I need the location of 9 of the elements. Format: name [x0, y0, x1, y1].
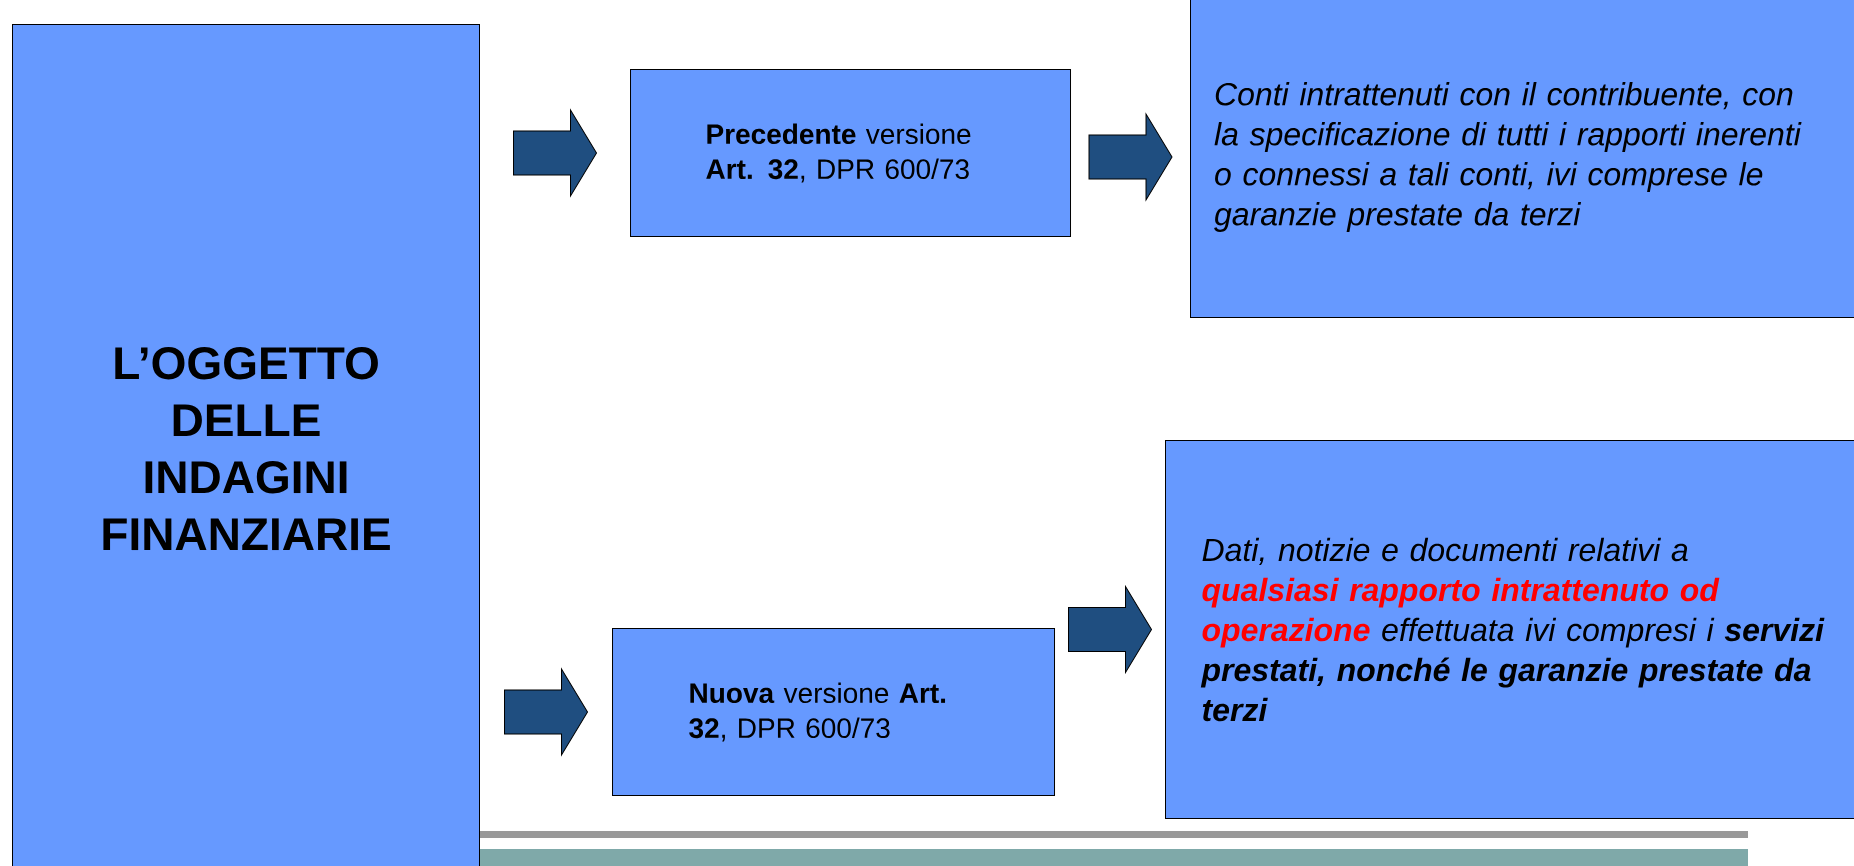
block-arrow	[1088, 113, 1173, 201]
text-box: Conti intrattenuti con il contribuente, con la specificazione di tutti i rapporti inerenti o connessi a tali conti, ivi comprese le garanzie prestate da terzi	[1190, 0, 1854, 318]
block-arrow	[1068, 586, 1152, 673]
text-box: Precedente versione Art. 32, DPR 600/73	[630, 69, 1071, 237]
text-box: Nuova versione Art. 32, DPR 600/73	[612, 628, 1055, 796]
text-box: L’OGGETTO DELLE INDAGINI FINANZIARIE	[12, 24, 480, 866]
block-arrow	[504, 668, 588, 756]
text-box: Dati, notizie e documenti relativi a qualsiasi rapporto intrattenuto od operazione effettuata ivi compresi i servizi prestati, nonché le garanzie prestate da terzi	[1165, 440, 1854, 819]
block-arrow	[513, 109, 597, 197]
